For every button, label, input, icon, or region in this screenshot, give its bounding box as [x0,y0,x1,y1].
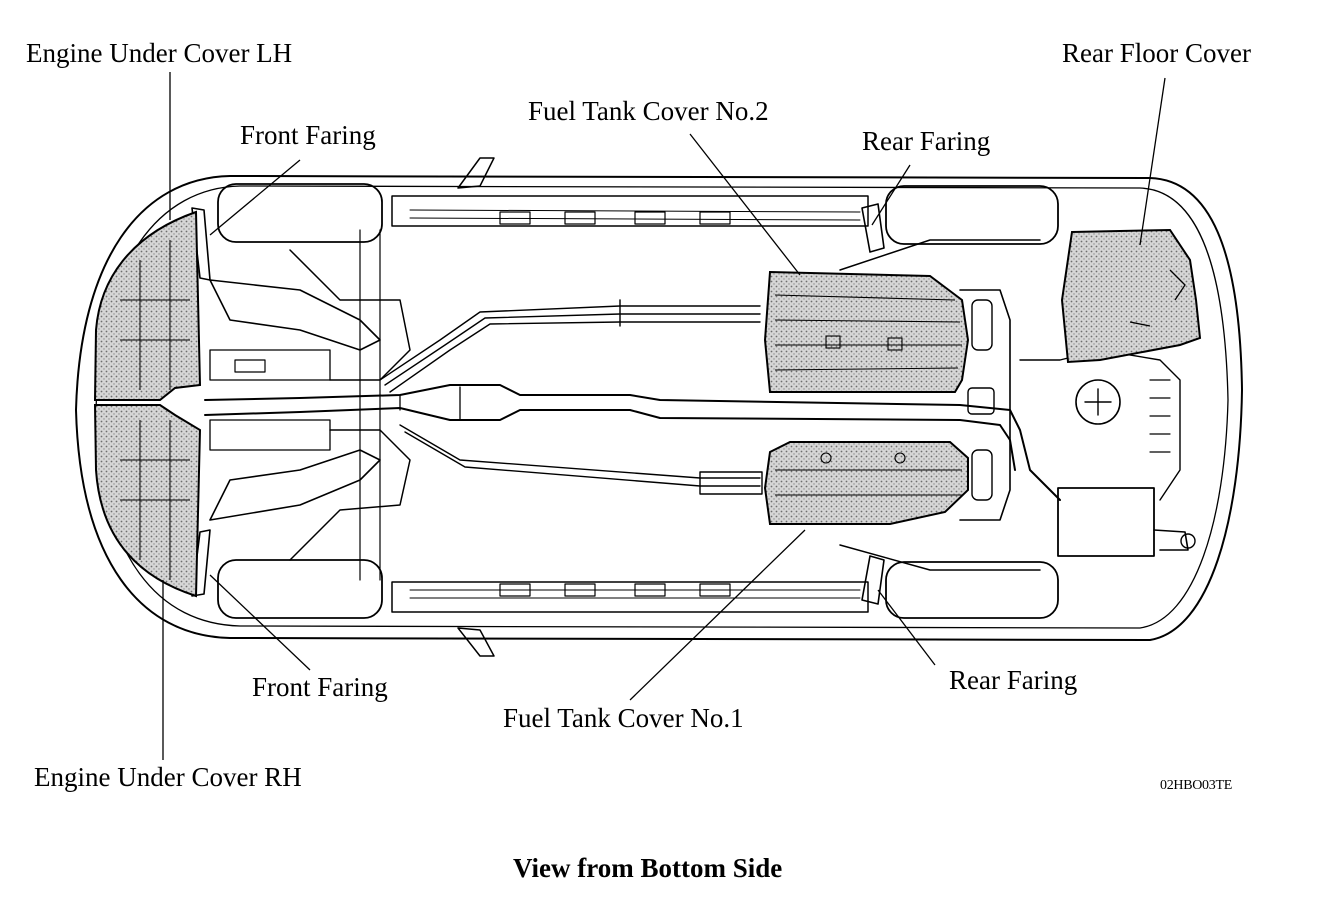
mirror-right [457,627,495,657]
front-lower-arm-right [209,449,381,521]
label-engine-under-cover-rh: Engine Under Cover RH [34,762,302,792]
leader-front-faring-bottom [209,574,311,671]
wheel-rear-left [885,185,1059,245]
figure-code: 02HBO03TE [1160,778,1232,793]
rear-torsion-beam [959,289,1011,521]
label-fuel-tank-cover-no2: Fuel Tank Cover No.2 [528,96,769,126]
car-body-outline [75,175,1243,641]
label-rear-faring-bottom: Rear Faring [949,665,1078,695]
side-sill-right [391,581,869,613]
wheel-rear-right [885,561,1059,619]
label-rear-floor-cover: Rear Floor Cover [1062,38,1251,68]
muffler [1057,487,1155,557]
engine-under-cover-lh [93,210,202,401]
mirror-left [457,157,495,189]
fuel-tank-cover-no2 [763,270,970,393]
label-front-faring-bottom: Front Faring [252,672,388,702]
fuel-lines [379,305,761,393]
side-sill-left [391,195,869,227]
label-rear-faring-top: Rear Faring [862,126,991,156]
rear-floor-cover [1060,228,1202,364]
leader-rear-floor-cover [1139,77,1166,246]
leader-rear-faring-top [871,164,911,226]
leader-rear-faring-bottom [877,589,936,666]
leader-fuel-tank-cover-no1 [629,529,806,701]
leader-fuel-tank-cover-no2 [689,133,801,276]
front-lower-arm-left [209,279,381,351]
label-engine-under-cover-lh: Engine Under Cover LH [26,38,293,68]
label-front-faring-top: Front Faring [240,120,376,150]
rear-faring-left [861,203,885,253]
wheel-front-right [217,559,383,619]
rear-faring-right [861,555,885,605]
leader-front-faring-top [209,159,301,236]
label-fuel-tank-cover-no1: Fuel Tank Cover No.1 [503,703,744,733]
wheel-front-left [217,183,383,243]
figure-caption: View from Bottom Side [513,853,783,883]
spare-tire-well [1075,379,1121,425]
fuel-tank-cover-no1 [763,441,969,525]
